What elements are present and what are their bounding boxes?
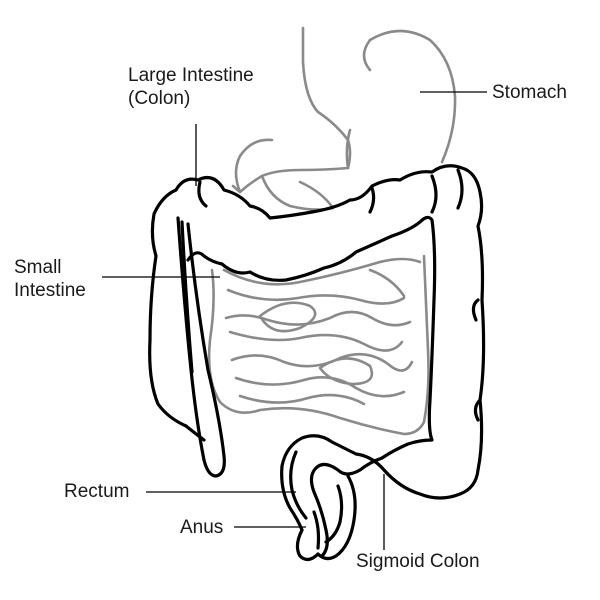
label-anus: Anus: [180, 517, 224, 538]
label-small-intestine-line2: Intestine: [14, 280, 86, 301]
large-intestine-outline: [148, 164, 486, 562]
appendix-outline: [176, 216, 226, 478]
label-large-intestine-line1: Large Intestine: [128, 65, 254, 86]
label-small-intestine-line1: Small: [14, 257, 62, 278]
label-large-intestine-line2: (Colon): [128, 88, 191, 109]
label-large-intestine: Large Intestine (Colon): [128, 64, 254, 110]
label-small-intestine: Small Intestine: [14, 256, 86, 302]
small-intestine-coils: [207, 254, 430, 436]
leader-lines: [102, 91, 487, 550]
label-rectum: Rectum: [64, 481, 130, 502]
stomach-outline: [231, 26, 457, 211]
label-stomach: Stomach: [492, 82, 567, 103]
label-sigmoid-colon: Sigmoid Colon: [356, 551, 480, 572]
